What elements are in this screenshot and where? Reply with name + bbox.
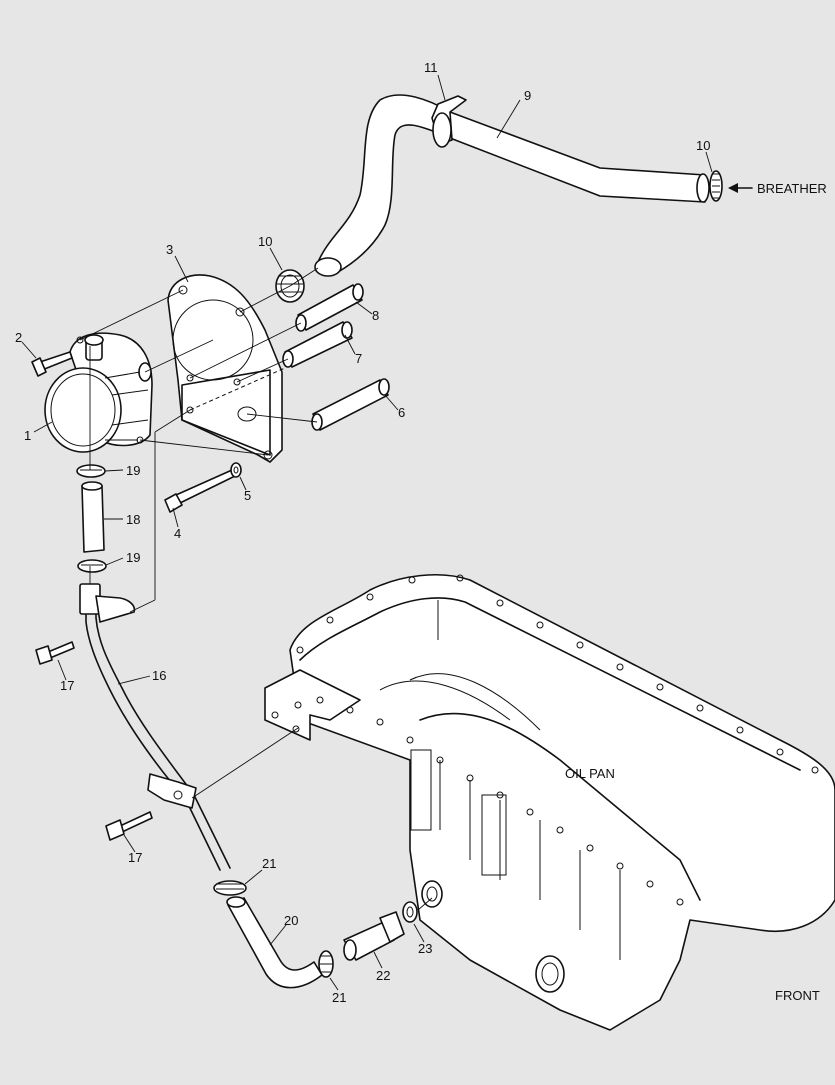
oil-pan bbox=[264, 574, 835, 1031]
breather-hose-clamp bbox=[709, 170, 723, 202]
callout-22: 22 bbox=[376, 968, 390, 983]
callout-17-lower: 17 bbox=[128, 850, 142, 865]
hose-clamp-21-upper bbox=[213, 880, 247, 896]
bolt-4 bbox=[164, 469, 236, 513]
callout-numbers: 11 9 10 10 3 2 1 8 7 6 5 4 19 18 19 17 1… bbox=[15, 60, 710, 1005]
assembly-lines bbox=[79, 267, 433, 911]
hose-clamp-19-upper bbox=[76, 464, 106, 478]
callout-16: 16 bbox=[152, 668, 166, 683]
washer-5 bbox=[230, 462, 242, 478]
callout-18: 18 bbox=[126, 512, 140, 527]
hose-clamp-top bbox=[431, 95, 467, 148]
tube-8 bbox=[295, 283, 364, 332]
callout-19-lower: 19 bbox=[126, 550, 140, 565]
callout-20: 20 bbox=[284, 913, 298, 928]
callout-21-upper: 21 bbox=[262, 856, 276, 871]
hose-20 bbox=[226, 896, 323, 989]
callout-17-upper: 17 bbox=[60, 678, 74, 693]
breather-arrow bbox=[728, 183, 753, 193]
spacer-plate bbox=[181, 367, 286, 456]
hose-18 bbox=[81, 481, 105, 553]
callout-4: 4 bbox=[174, 526, 181, 541]
bolt-17-upper bbox=[35, 641, 75, 665]
callout-23: 23 bbox=[418, 941, 432, 956]
hose-clamp-19-lower bbox=[77, 559, 107, 573]
callout-1: 1 bbox=[24, 428, 31, 443]
connector-22 bbox=[343, 911, 405, 961]
tube-7 bbox=[282, 321, 353, 368]
tube-6 bbox=[311, 378, 390, 431]
callout-21-lower: 21 bbox=[332, 990, 346, 1005]
callout-5: 5 bbox=[244, 488, 251, 503]
breather-label: BREATHER bbox=[757, 181, 827, 196]
bolt-17-lower bbox=[105, 811, 153, 841]
callout-7: 7 bbox=[355, 351, 362, 366]
callout-10-clamp: 10 bbox=[258, 234, 272, 249]
oil-pan-label: OIL PAN bbox=[565, 766, 615, 781]
bolt-2 bbox=[31, 351, 73, 377]
callout-11: 11 bbox=[424, 60, 438, 75]
oil-return-pipe bbox=[79, 583, 231, 871]
callout-9: 9 bbox=[524, 88, 531, 103]
callout-6: 6 bbox=[398, 405, 405, 420]
hose-clamp-21-lower bbox=[318, 950, 334, 978]
callout-10-breather: 10 bbox=[696, 138, 710, 153]
front-label: FRONT bbox=[775, 988, 820, 1003]
vacuum-pump bbox=[44, 332, 153, 453]
callout-leaders bbox=[21, 74, 713, 991]
callout-3: 3 bbox=[166, 242, 173, 257]
breather-hose bbox=[314, 94, 710, 277]
text-labels: BREATHER OIL PAN FRONT bbox=[565, 181, 827, 1003]
washer-23 bbox=[402, 901, 418, 923]
callout-2: 2 bbox=[15, 330, 22, 345]
callout-8: 8 bbox=[372, 308, 379, 323]
callout-19-upper: 19 bbox=[126, 463, 140, 478]
